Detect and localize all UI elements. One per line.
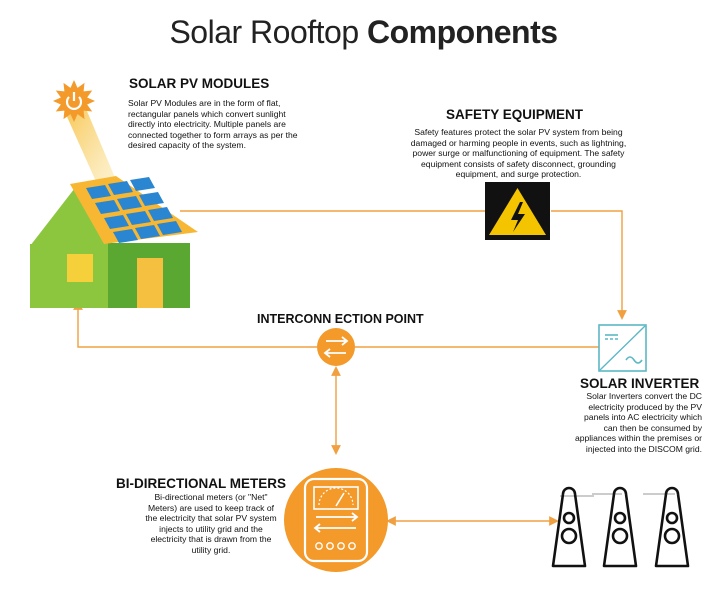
meter-icon: [284, 468, 388, 572]
transmission-tower-icon: [551, 486, 690, 568]
interconnection-heading: INTERCONN ECTION POINT: [257, 312, 424, 326]
sun-icon: [53, 80, 95, 122]
house-icon: [30, 176, 198, 308]
inverter-text: Solar Inverters convert the DC electrici…: [574, 391, 702, 454]
safety-to-inverter-line: [551, 210, 627, 320]
page-title: Solar Rooftop Components: [0, 14, 727, 51]
tower-1: [551, 486, 587, 568]
tower-2: [602, 486, 638, 568]
interconnection-icon: [317, 328, 355, 366]
meters-heading: BI-DIRECTIONAL METERS: [116, 476, 287, 491]
tower-3: [654, 486, 690, 568]
safety-heading: SAFETY EQUIPMENT: [446, 107, 584, 122]
hazard-icon: [485, 182, 550, 240]
meters-text: Bi-directional meters (or "Net" Meters) …: [145, 492, 277, 555]
inverter-heading: SOLAR INVERTER: [580, 376, 700, 391]
sun-beam: [64, 104, 116, 186]
title-light: Solar Rooftop: [169, 14, 367, 50]
title-bold: Components: [367, 14, 558, 50]
inverter-icon: [598, 324, 647, 372]
modules-text: Solar PV Modules are in the form of flat…: [128, 98, 298, 151]
modules-heading: SOLAR PV MODULES: [129, 76, 270, 91]
interconnection-to-house-line: [73, 300, 317, 348]
connector-lines: [73, 210, 627, 526]
safety-text: Safety features protect the solar PV sys…: [410, 127, 627, 180]
